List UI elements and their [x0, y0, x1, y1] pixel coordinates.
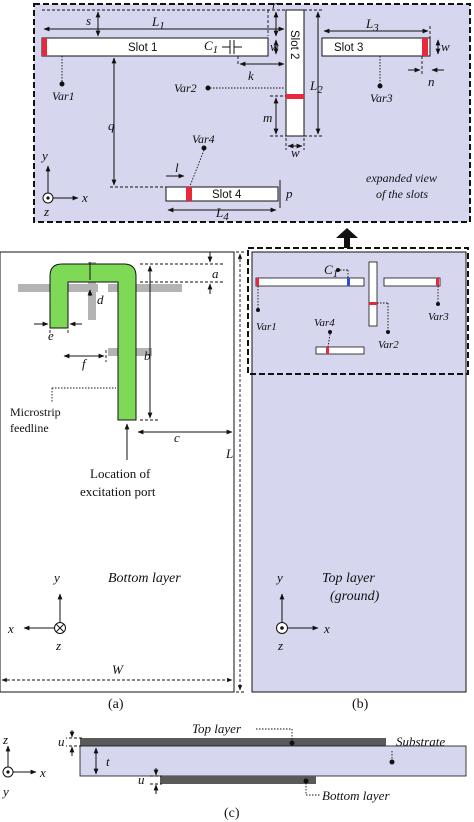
- svg-text:x: x: [323, 621, 330, 636]
- l2-label: L2: [309, 78, 323, 96]
- top-layer-label-line2: (ground): [330, 589, 380, 604]
- r-label: r: [272, 0, 278, 12]
- panel-c: z x y u t u Top layer Substrate: [1, 721, 467, 821]
- microstrip-label-line2: feedline: [10, 421, 49, 435]
- u-top-label: u: [58, 734, 65, 749]
- var1-label: Var1: [52, 89, 75, 103]
- port-label-line1: Location of: [90, 466, 151, 481]
- l-label: l: [175, 160, 179, 175]
- d-label: d: [97, 292, 104, 307]
- w-label-slot1: w: [270, 39, 279, 54]
- slot-3-label: Slot 3: [334, 42, 363, 54]
- caption-a: (a): [108, 697, 124, 712]
- svg-text:y: y: [275, 570, 283, 585]
- var4-mini-label: Var4: [314, 317, 335, 329]
- caption-b: (b): [352, 697, 369, 712]
- l-total-label: L: [225, 446, 233, 461]
- port-label-line2: excitation port: [80, 484, 156, 499]
- c-label: c: [174, 430, 180, 445]
- var4-label: Var4: [192, 132, 215, 146]
- microstrip-label-line1: Microstrip: [10, 405, 61, 419]
- top-layer-callout: Top layer: [192, 721, 242, 736]
- m-label: m: [263, 110, 272, 125]
- substrate-callout: Substrate: [396, 734, 445, 749]
- n-label: n: [428, 74, 435, 89]
- expand-arrow: [336, 228, 358, 248]
- panel-a-substrate: [0, 251, 235, 693]
- mini-slot-4: [315, 346, 365, 355]
- top-layer-label-line1: Top layer: [322, 571, 375, 586]
- ghost-slot-3: [108, 284, 182, 292]
- var3-label: Var3: [370, 91, 393, 105]
- w-label-slot3: w: [441, 39, 450, 54]
- capacitor-c1: [222, 40, 242, 54]
- panel-b-ground: [251, 251, 467, 693]
- bottom-layer-label: Bottom layer: [108, 571, 181, 586]
- microstrip-feedline: [49, 263, 137, 421]
- k-label: k: [248, 68, 254, 83]
- svg-text:x: x: [7, 621, 14, 636]
- l1-label: L1: [151, 14, 165, 32]
- caption-c: (c): [224, 806, 240, 821]
- c1-label: C1: [204, 38, 218, 56]
- axes-panel-b: y x z: [275, 570, 330, 653]
- l3-label: L3: [365, 16, 379, 34]
- slot-4-label: Slot 4: [212, 189, 242, 201]
- var2-varactor: [286, 94, 304, 99]
- t-label: t: [106, 754, 110, 769]
- panel-b-zoom-frame: [247, 247, 469, 375]
- svg-text:y: y: [52, 570, 60, 585]
- slot-2: [285, 9, 305, 137]
- slot-2-label: Slot 2: [288, 30, 300, 59]
- svg-text:x: x: [39, 765, 46, 780]
- var1-varactor: [42, 38, 47, 56]
- c1-mini-label: C1: [324, 262, 338, 280]
- var3-mini-label: Var3: [428, 311, 449, 323]
- bottom-layer-callout: Bottom layer: [322, 788, 390, 803]
- var1-mini-label: Var1: [256, 321, 277, 333]
- svg-text:z: z: [2, 732, 8, 747]
- svg-text:y: y: [1, 784, 9, 799]
- expanded-note-line1: expanded view: [366, 171, 437, 185]
- slot-3: [321, 37, 431, 57]
- svg-text:z: z: [43, 204, 49, 219]
- w-label-slot2: w: [291, 145, 300, 160]
- axes-top: y x z: [40, 148, 88, 219]
- svg-text:z: z: [277, 638, 283, 653]
- svg-text:x: x: [81, 190, 88, 205]
- f-label: f: [82, 356, 88, 371]
- panel-b: C1 Var1 Var2 Var3 Var4 Top layer (ground…: [247, 247, 469, 712]
- a-label: a: [212, 266, 219, 281]
- axes-panel-c: z x y: [1, 732, 46, 799]
- mini-slot-3: [383, 277, 441, 287]
- w-total-label: W: [112, 662, 124, 677]
- slot-4: [165, 186, 279, 202]
- svg-text:z: z: [55, 638, 61, 653]
- b-label: b: [144, 348, 151, 363]
- var4-varactor: [186, 187, 192, 201]
- svg-text:y: y: [40, 148, 48, 163]
- panel-a: a b d e f Microstrip feedline Location o…: [0, 251, 246, 712]
- slot-1-label: Slot 1: [128, 42, 157, 54]
- expanded-note-line2: of the slots: [376, 187, 428, 201]
- var2-mini-label: Var2: [378, 339, 399, 351]
- s-label: s: [86, 13, 91, 28]
- u-bottom-label: u: [138, 772, 145, 787]
- axes-panel-a: y x z: [7, 570, 66, 653]
- var3-varactor: [422, 38, 428, 56]
- l4-label: L4: [215, 205, 229, 223]
- bottom-copper-layer: [160, 776, 316, 784]
- mini-slot-2: [368, 261, 378, 327]
- expanded-view: Slot 1 C1 Slot 2 Slot 3 Slot 4 s L1 r: [33, 0, 471, 223]
- substrate: [79, 745, 467, 777]
- p-label: p: [285, 186, 293, 201]
- top-copper-layer: [80, 738, 386, 746]
- e-label: e: [48, 328, 54, 343]
- q-label: q: [108, 118, 115, 133]
- var2-label: Var2: [174, 81, 197, 95]
- mini-capacitor: [347, 278, 350, 286]
